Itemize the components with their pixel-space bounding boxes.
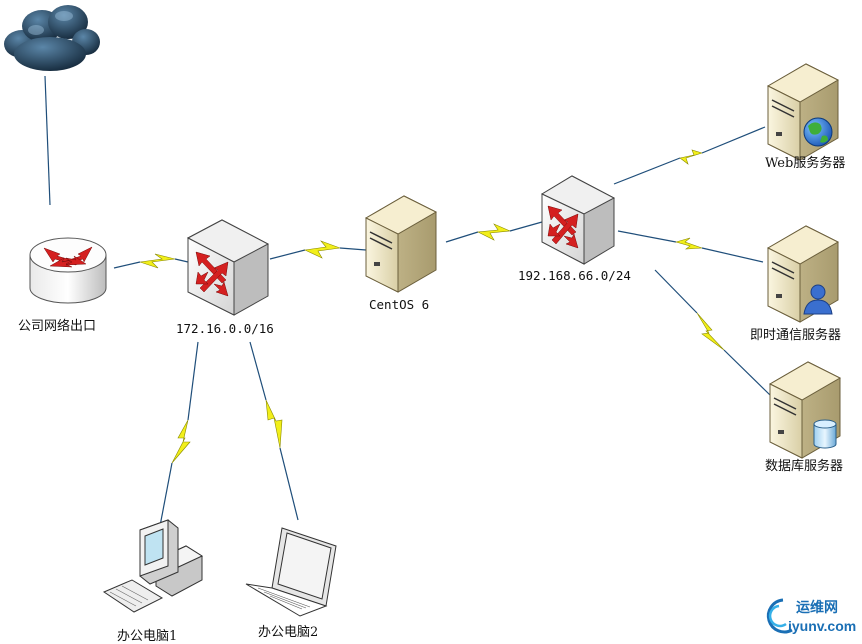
link-router-switch-a <box>113 261 141 269</box>
bolt-switch2-db <box>696 312 725 351</box>
link-switch2-db-a <box>654 269 698 314</box>
link-switch2-im-a <box>617 230 677 243</box>
db-server-label: 数据库服务器 <box>765 459 844 474</box>
link-router-switch-b <box>174 258 189 263</box>
link-switch-pc1-a <box>187 341 199 421</box>
link-switch2-web-a <box>613 157 681 185</box>
link-switch-pc1-b <box>159 462 173 527</box>
switch-office-icon <box>186 219 270 316</box>
router-icon <box>29 237 107 304</box>
web-server-icon <box>766 63 840 161</box>
user-icon <box>803 284 833 315</box>
link-cloud-router <box>44 75 51 206</box>
bolt-switch-pc2 <box>265 399 283 449</box>
bolt-router-switch <box>139 253 176 269</box>
bolt-centos-switch2 <box>476 223 512 241</box>
watermark-cn: 运维网 <box>796 600 838 616</box>
switch-office-label: 172.16.0.0/16 <box>176 321 274 336</box>
bolt-switch-centos <box>303 240 341 259</box>
db-server-icon <box>768 361 842 459</box>
switch-server-icon <box>540 175 616 265</box>
switch-server-label: 192.168.66.0/24 <box>518 268 631 283</box>
database-icon <box>813 419 837 449</box>
bolt-switch-pc1 <box>171 419 191 464</box>
bolt-switch2-im <box>674 237 703 250</box>
im-server-label: 即时通信服务器 <box>750 328 842 343</box>
watermark-logo-icon <box>766 598 793 634</box>
watermark: 运维网 iyunv.com <box>758 595 858 641</box>
link-switch-centos-a <box>269 249 306 260</box>
links <box>44 75 771 527</box>
link-switch2-web-b <box>701 126 766 154</box>
laptop-icon <box>245 527 337 617</box>
pc2-label: 办公电脑2 <box>258 625 319 640</box>
bolt-switch2-web <box>679 149 704 165</box>
desktop-pc-icon <box>102 519 204 613</box>
watermark-en: iyunv.com <box>788 618 857 634</box>
web-server-label: Web服务务器 <box>765 156 846 171</box>
link-centos-switch2-a <box>445 231 479 243</box>
globe-icon <box>803 117 833 147</box>
internet-cloud-icon <box>4 5 100 71</box>
link-switch2-im-b <box>701 247 764 263</box>
pc1-label: 办公电脑1 <box>117 629 178 644</box>
router-label: 公司网络出口 <box>18 319 97 334</box>
centos-server-icon <box>364 195 438 293</box>
link-switch-centos-b <box>339 247 367 251</box>
link-switch-pc2-a <box>249 341 267 401</box>
link-centos-switch2-b <box>509 221 543 232</box>
centos-label: CentOS 6 <box>369 297 430 312</box>
im-server-icon <box>766 225 840 323</box>
link-switch2-db-b <box>723 349 771 396</box>
link-switch-pc2-b <box>279 447 299 521</box>
